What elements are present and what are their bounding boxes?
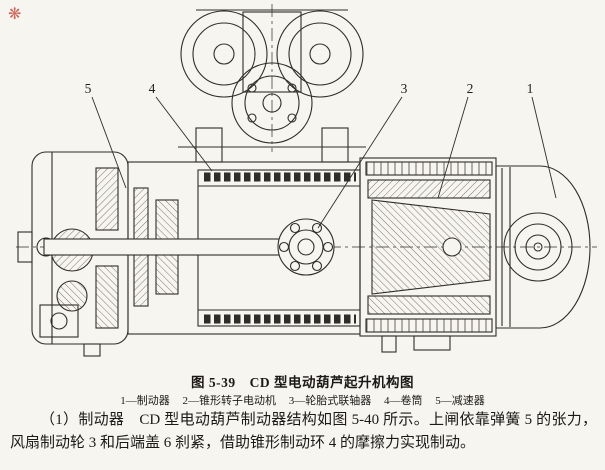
- motor-section: [359, 157, 497, 351]
- callout-1: 1: [527, 81, 534, 96]
- legend-item-5: 5—减速器: [435, 395, 485, 407]
- legend-item-4: 4—卷筒: [384, 395, 423, 407]
- tire-coupling-section: [277, 218, 335, 276]
- hoist-mechanism-diagram: 5 4 3 2 1: [16, 4, 597, 357]
- legend-item-1: 1—制动器: [120, 395, 170, 407]
- figure-area: 5 4 3 2 1: [16, 4, 597, 357]
- main-shaft: [43, 238, 295, 256]
- trolley-assembly: [180, 9, 364, 98]
- callout-2: 2: [467, 81, 474, 96]
- hook-crosshead: [231, 62, 313, 144]
- legend-item-3: 3—轮胎式联轴器: [288, 395, 372, 407]
- body-paragraph: （1）制动器 CD 型电动葫芦制动器结构如图 5-40 所示。上闸依靠弹簧 5 …: [10, 412, 597, 451]
- callout-leader-lines: [91, 96, 557, 229]
- callout-5: 5: [85, 81, 92, 96]
- callout-4: 4: [149, 81, 156, 96]
- callout-3: 3: [401, 81, 408, 96]
- red-stamp-icon: ❋: [8, 6, 22, 23]
- figure-caption: 图 5-39 CD 型电动葫芦起升机构图: [191, 375, 414, 390]
- conical-rotor: [371, 199, 491, 295]
- legend-item-2: 2—锥形转子电动机: [182, 395, 277, 407]
- figure-legend: 1—制动器 2—锥形转子电动机 3—轮胎式联轴器 4—卷筒 5—减速器: [0, 392, 605, 408]
- callout-numbers: 5 4 3 2 1: [85, 81, 534, 96]
- mounting-bolts: [83, 335, 397, 357]
- brake-section: [495, 165, 591, 329]
